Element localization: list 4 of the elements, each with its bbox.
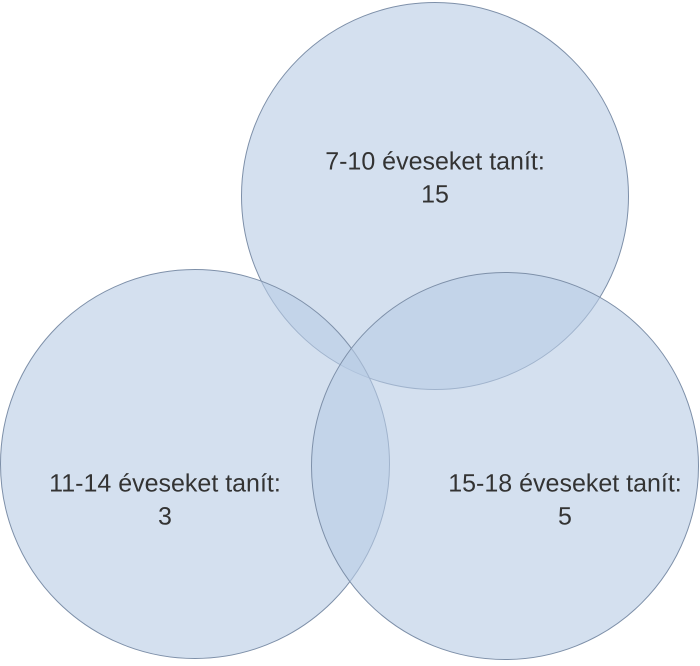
circle-label: 7-10 éveseket tanít: 15 — [324, 146, 546, 210]
venn-circle — [311, 272, 699, 660]
circle-label: 11-14 éveseket tanít: 3 — [48, 468, 282, 532]
circle-label: 15-18 éveseket tanít: 5 — [447, 468, 683, 532]
